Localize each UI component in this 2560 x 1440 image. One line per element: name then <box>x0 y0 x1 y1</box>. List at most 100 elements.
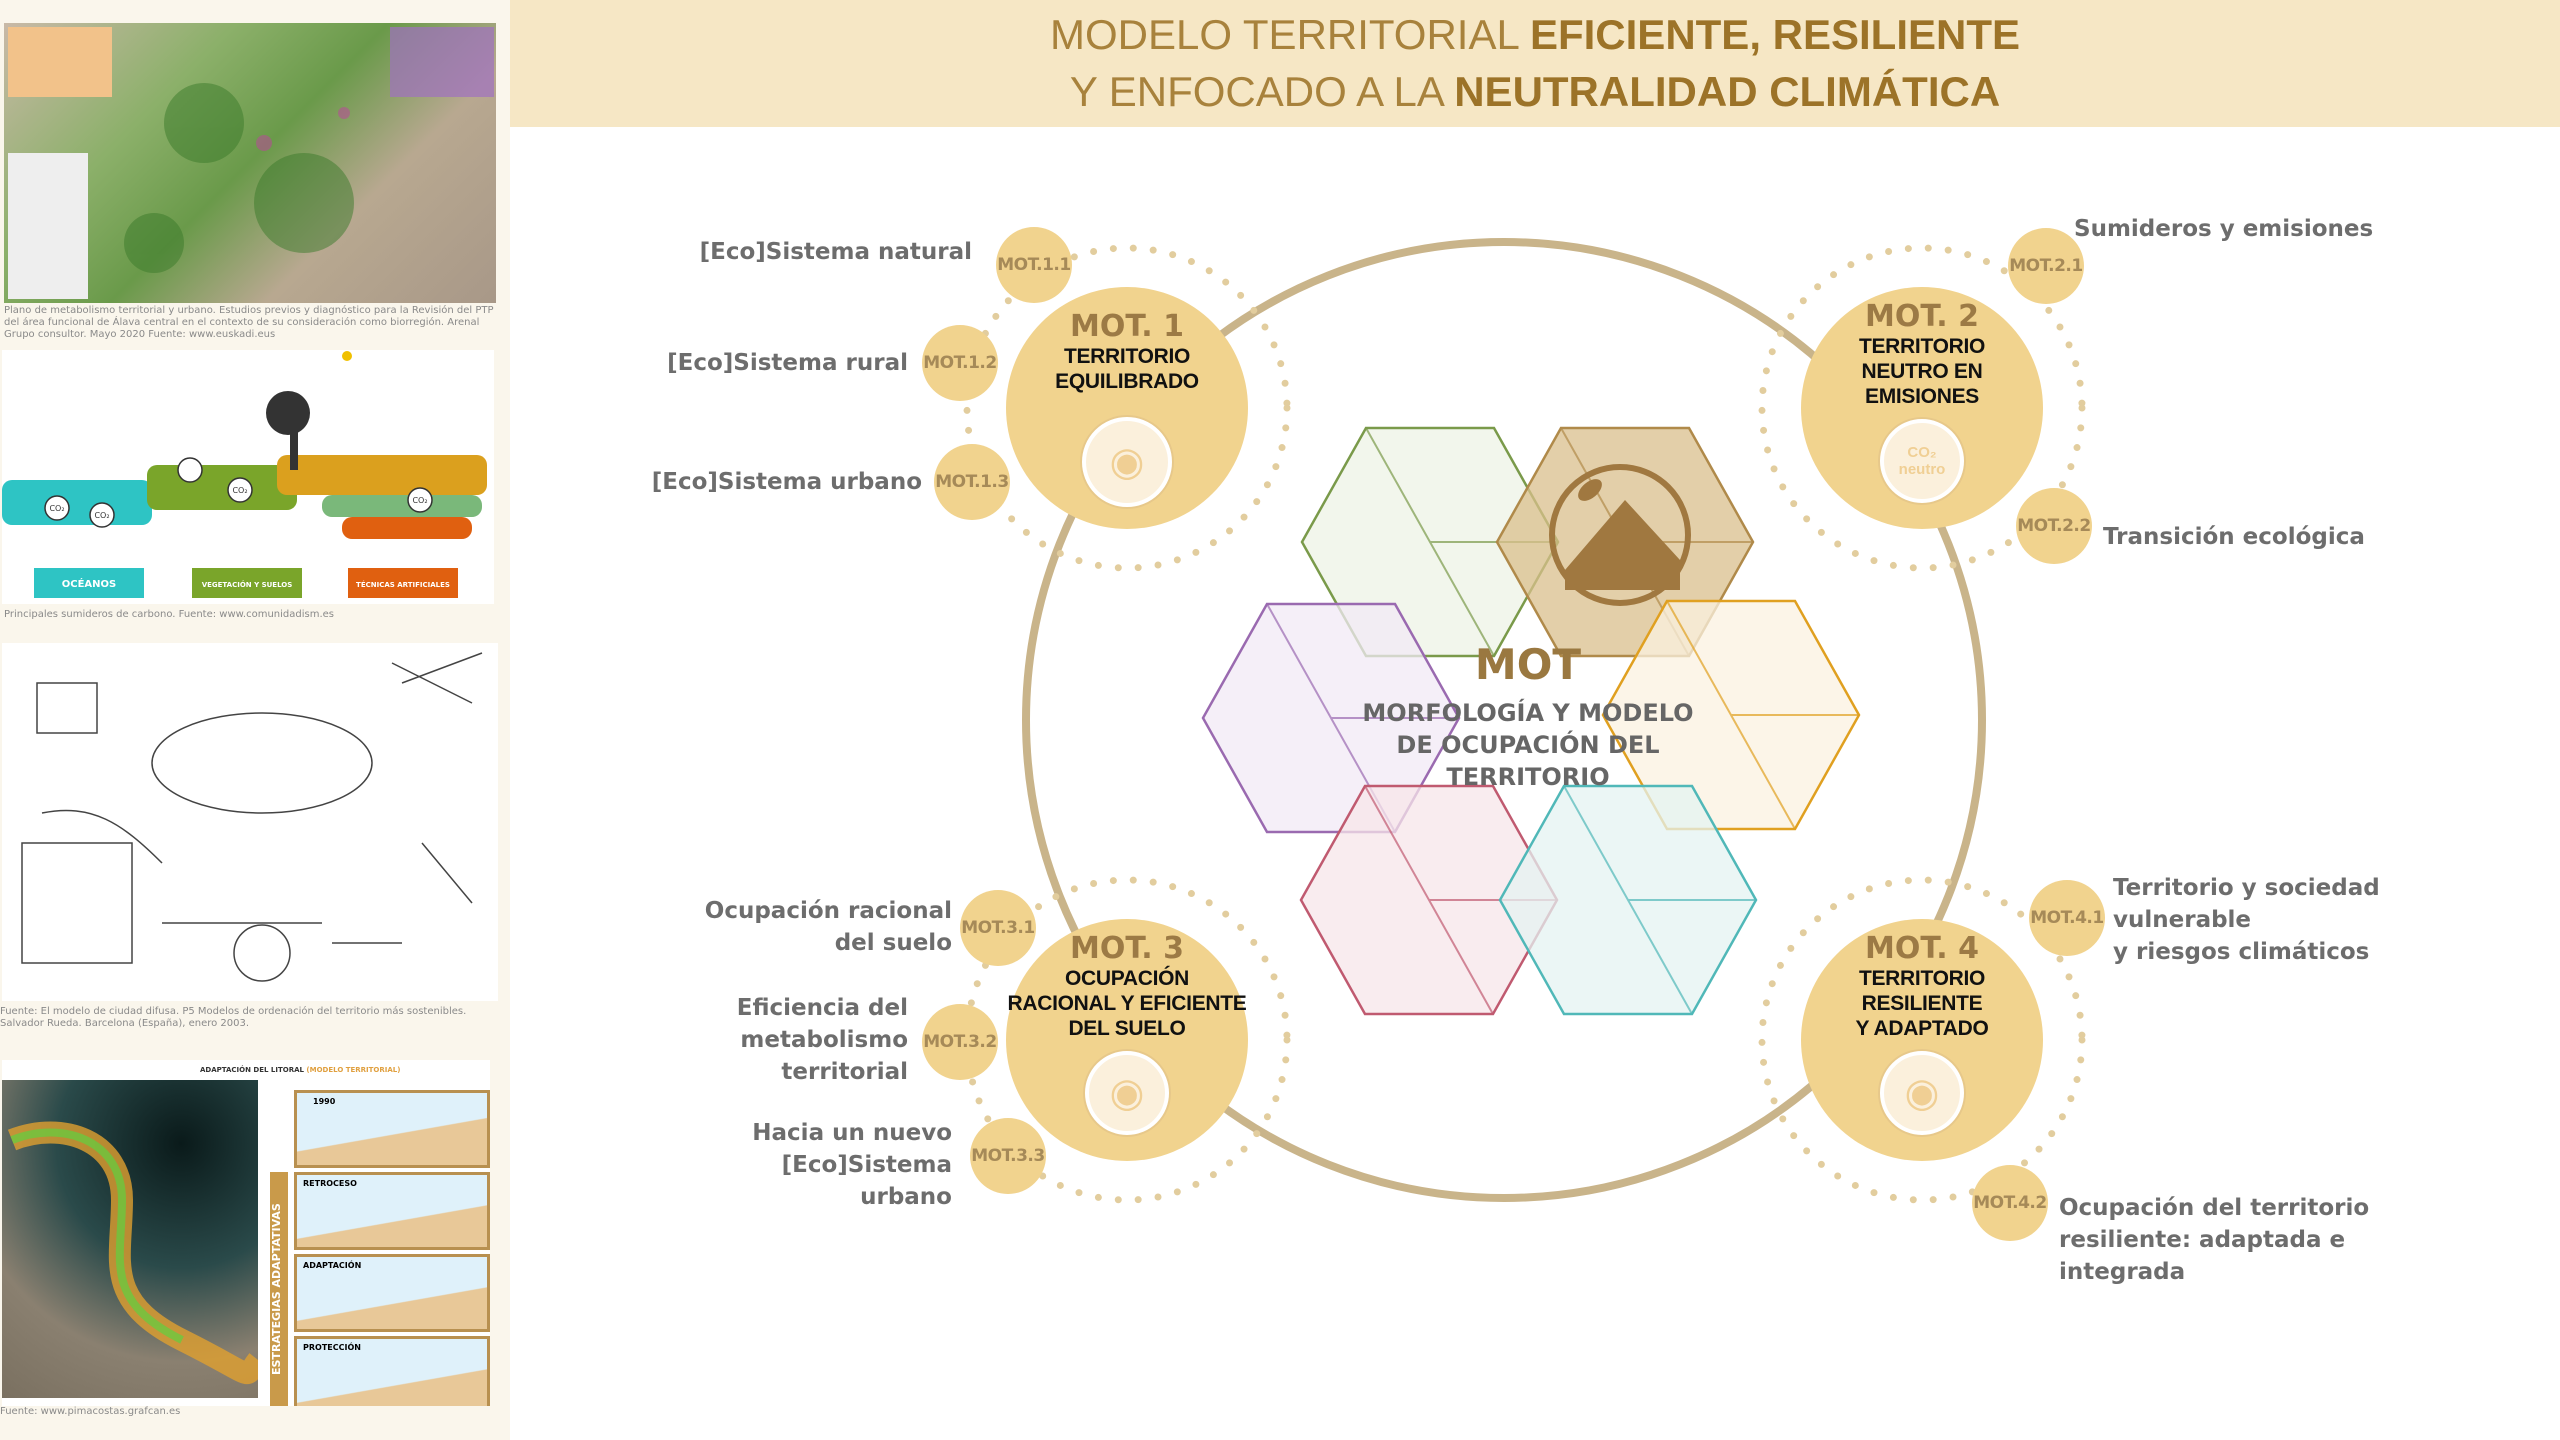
sub-objective-badge[interactable]: MOT.1.3 <box>934 444 1010 520</box>
sub-objective-label: Sumideros y emisiones <box>2074 213 2373 245</box>
artificial-label: TÉCNICAS ARTIFICIALES <box>356 580 450 589</box>
caption-coastal: Fuente: www.pimacostas.grafcan.es <box>0 1406 181 1417</box>
title-line2: Y ENFOCADO A LA <box>1069 68 1455 115</box>
sub-objective-badge[interactable]: MOT.3.1 <box>960 890 1036 966</box>
dotted-orbit <box>1758 244 2086 572</box>
label-line: integrada <box>2059 1259 2186 1285</box>
hexagon <box>1498 784 1758 1016</box>
sub-objective-badge[interactable]: MOT.3.2 <box>922 1004 998 1080</box>
coast-panel-proteccion: PROTECCIÓN <box>294 1336 490 1406</box>
label-line: urbano <box>860 1184 952 1210</box>
label-line: vulnerable <box>2113 907 2252 933</box>
co2-label: CO₂ <box>232 486 247 495</box>
panel-label: RETROCESO <box>303 1179 357 1188</box>
panel-label: ADAPTACIÓN <box>303 1261 362 1270</box>
sub-objective-badge[interactable]: MOT.1.1 <box>996 227 1072 303</box>
label-line: Hacia un nuevo <box>752 1120 952 1146</box>
vegetation-label: VEGETACIÓN Y SUELOS <box>202 580 293 589</box>
group-name: EMISIONES <box>1865 385 1979 408</box>
diffuse-city-sketch <box>2 643 498 1001</box>
coast-panel-retroceso: RETROCESO <box>294 1172 490 1250</box>
coast-subtitle: (MODELO TERRITORIAL) <box>306 1066 401 1074</box>
person-nature-icon: ◉ <box>1880 1051 1964 1135</box>
sub-objective-badge[interactable]: MOT.2.1 <box>2008 228 2084 304</box>
group-name: TERRITORIO <box>1063 345 1191 368</box>
label-line: resiliente: adaptada e <box>2059 1227 2346 1253</box>
hands-globe-icon: ◉ <box>1082 417 1172 507</box>
sub-objective-badge[interactable]: MOT.1.2 <box>922 325 998 401</box>
sub-objective-label: Hacia un nuevo [Eco]Sistema urbano <box>752 1117 952 1213</box>
group-name: EQUILIBRADO <box>1055 370 1199 393</box>
co2-label: CO₂ <box>412 496 427 505</box>
coast-panel-1990: 1990 <box>294 1090 490 1168</box>
page-title: MODELO TERRITORIAL EFICIENTE, RESILIENTE… <box>510 0 2560 127</box>
sub-objective-label: Territorio y sociedad vulnerable y riesgos… <box>2113 872 2380 968</box>
group-number: MOT. 3 <box>1070 931 1184 966</box>
sub-objective-badge[interactable]: MOT.2.2 <box>2016 488 2092 564</box>
sub-objective-badge[interactable]: MOT.3.3 <box>970 1118 1046 1194</box>
center-subtitle: TERRITORIO <box>1446 763 1610 791</box>
dotted-orbit <box>1758 876 2086 1204</box>
sub-objective-label: Ocupación racional del suelo <box>705 895 952 959</box>
title-line1: MODELO TERRITORIAL <box>1049 11 1530 58</box>
dotted-orbit <box>963 244 1291 572</box>
group-number: MOT. 4 <box>1865 931 1979 966</box>
center-label: MOT MORFOLOGÍA Y MODELO DE OCUPACIÓN DEL T… <box>1328 640 1728 793</box>
label-line: del suelo <box>834 930 952 956</box>
caption-map: Plano de metabolismo territorial y urban… <box>4 305 494 340</box>
main-ring <box>1022 238 1986 1202</box>
label-line: Transición ecológica <box>2103 524 2365 550</box>
reference-images-panel: Plano de metabolismo territorial y urban… <box>0 0 510 1440</box>
coast-title: ADAPTACIÓN DEL LITORAL <box>200 1066 304 1074</box>
caption-diffuse-city: Fuente: El modelo de ciudad difusa. P5 M… <box>0 1006 467 1029</box>
co2-neutral-text: CO₂ neutro <box>1898 444 1946 478</box>
sub-objective-label: [Eco]Sistema urbano <box>652 466 922 498</box>
group-number: MOT. 2 <box>1865 299 1979 334</box>
co2-label: CO₂ <box>49 504 64 513</box>
sub-objective-badge[interactable]: MOT.4.1 <box>2029 880 2105 956</box>
label-line: Ocupación racional <box>704 898 952 924</box>
oceans-label: OCÉANOS <box>62 577 116 590</box>
panel-label: 1990 <box>313 1097 336 1106</box>
sub-objective-badge[interactable]: MOT.4.2 <box>1972 1165 2048 1241</box>
label-line: Sumideros y emisiones <box>2074 216 2374 242</box>
sub-objective-label: [Eco]Sistema natural <box>700 236 972 268</box>
label-line: [Eco]Sistema rural <box>667 350 908 376</box>
center-title: MOT <box>1474 640 1582 689</box>
label-line: metabolismo <box>740 1027 908 1053</box>
sub-objective-label: Ocupación del territorio resiliente: adap… <box>2059 1192 2369 1288</box>
co2-label: CO₂ <box>94 511 109 520</box>
sub-objective-label: Transición ecológica <box>2103 521 2365 553</box>
group-number: MOT. 1 <box>1070 309 1184 344</box>
label-line: [Eco]Sistema urbano <box>651 469 922 495</box>
label-line: Eficiencia del <box>736 995 908 1021</box>
carbon-sinks-illustration: CO₂ CO₂ CO₂ CO₂ OCÉANOS VEGETACIÓN Y SUE… <box>2 350 494 604</box>
group-name: TERRITORIO <box>1858 967 1986 990</box>
panel-label: PROTECCIÓN <box>303 1343 361 1352</box>
caption-carbon-sinks: Principales sumideros de carbono. Fuente… <box>4 609 334 620</box>
label-line: Territorio y sociedad <box>2113 875 2380 901</box>
group-name: NEUTRO EN <box>1861 360 1983 383</box>
coastal-adaptation-figure: ADAPTACIÓN DEL LITORAL (MODELO TERRITORI… <box>2 1060 490 1406</box>
label-line: Ocupación del territorio <box>2059 1195 2370 1221</box>
group-name: Y ADAPTADO <box>1855 1017 1989 1040</box>
label-line: [Eco]Sistema <box>781 1152 952 1178</box>
coast-panel-adaptacion: ADAPTACIÓN <box>294 1254 490 1332</box>
co2-neutral-icon: CO₂ neutro <box>1880 419 1964 503</box>
center-subtitle: MORFOLOGÍA Y MODELO <box>1362 699 1694 727</box>
coastal-satellite-image <box>2 1080 267 1398</box>
label-line: y riesgos climáticos <box>2113 939 2370 965</box>
group-name: OCUPACIÓN <box>1064 967 1190 990</box>
label-line: [Eco]Sistema natural <box>699 239 972 265</box>
title-line1-bold: EFICIENTE, RESILIENTE <box>1529 11 2021 58</box>
group-name: TERRITORIO <box>1858 335 1986 358</box>
center-subtitle: DE OCUPACIÓN DEL <box>1396 731 1660 759</box>
title-line2-bold: NEUTRALIDAD CLIMÁTICA <box>1454 68 2001 115</box>
sub-objective-label: [Eco]Sistema rural <box>667 347 908 379</box>
